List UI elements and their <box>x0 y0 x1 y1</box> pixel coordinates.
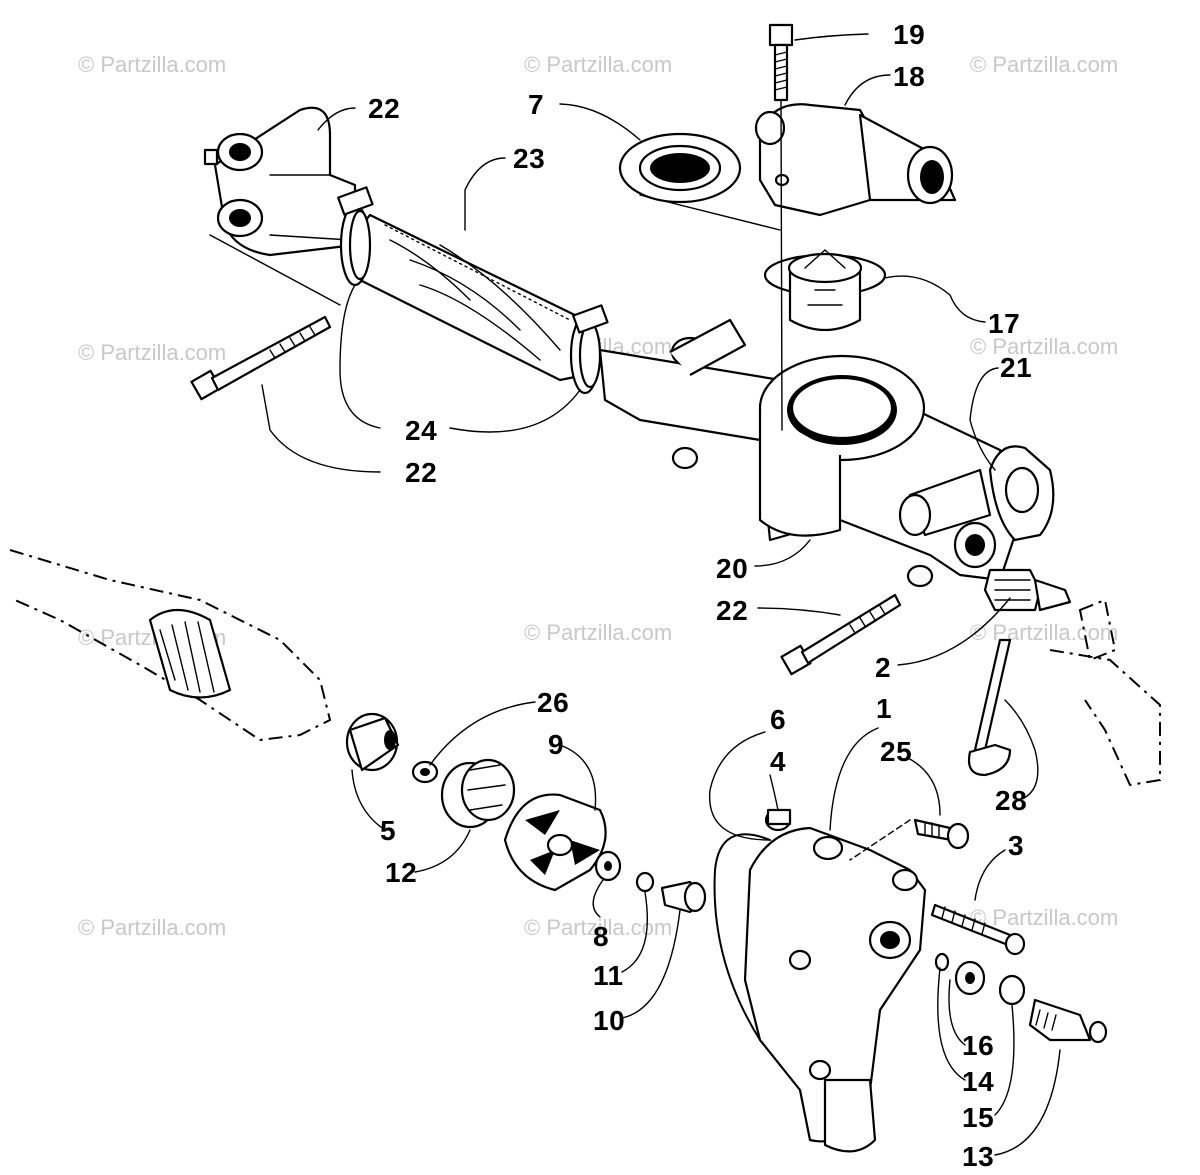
callout-2: 2 <box>875 652 891 683</box>
callout-10: 10 <box>593 1005 625 1036</box>
watermark: © Partzilla.com <box>78 915 226 940</box>
callout-21: 21 <box>1000 352 1032 383</box>
callout-20: 20 <box>716 553 748 584</box>
callout-19: 19 <box>893 19 925 50</box>
part-11-washer <box>635 871 655 893</box>
callout-3: 3 <box>1008 830 1024 861</box>
callout-5: 5 <box>380 815 396 846</box>
callout-6: 6 <box>770 704 786 735</box>
part-17-thermostat <box>763 249 887 331</box>
part-4-plug <box>764 808 792 832</box>
part-25-hose-clamp <box>569 304 609 395</box>
part-16-washer <box>954 960 986 996</box>
crankshaft-outline <box>9 549 332 742</box>
part-23-elbow-housing <box>203 106 357 257</box>
connector-outline <box>1049 598 1161 787</box>
watermark: © Partzilla.com <box>970 905 1118 930</box>
part-26-screw <box>849 818 970 861</box>
callout-22: 22 <box>716 595 748 626</box>
part-28-wire-tie <box>967 638 1012 777</box>
callout-16: 16 <box>962 1030 994 1061</box>
part-13-drain-bolt <box>1028 998 1108 1044</box>
part-24-hose <box>350 213 599 382</box>
callout-27: 26 <box>537 687 569 718</box>
callout-23: 22 <box>368 93 400 124</box>
callout-28: 28 <box>995 785 1027 816</box>
callout-8: 8 <box>593 921 609 952</box>
watermark: © Partzilla.com <box>524 620 672 645</box>
callout-22: 22 <box>405 457 437 488</box>
part-19-bolt <box>768 23 794 431</box>
part-25-hose-clamp <box>337 186 374 287</box>
watermark: © Partzilla.com <box>524 52 672 77</box>
part-5-bearing <box>345 712 400 772</box>
part-15-washer <box>998 974 1026 1006</box>
watermark: © Partzilla.com <box>970 52 1118 77</box>
part-1-pump-cover <box>743 826 927 1153</box>
callout-18: 18 <box>893 61 925 92</box>
watermark: © Partzilla.com <box>970 334 1118 359</box>
part-22-bolt <box>190 315 332 401</box>
part-27-circlip <box>411 760 439 784</box>
watermark: © Partzilla.com <box>970 620 1118 645</box>
part-22-bolt <box>780 593 902 676</box>
part-2-temperature-sensor <box>983 568 1072 612</box>
part-18-thermostat-cover <box>754 103 957 217</box>
callout-25: 24 <box>405 415 437 446</box>
part-9-impeller <box>503 793 607 892</box>
callout-7: 7 <box>528 89 544 120</box>
callout-11: 11 <box>593 960 624 991</box>
callout-1: 1 <box>876 693 892 724</box>
callout-24: 23 <box>513 143 545 174</box>
leader-lines <box>209 33 1061 1156</box>
callout-13: 13 <box>962 1141 994 1172</box>
part-10-bolt <box>660 880 707 914</box>
callout-14: 14 <box>962 1066 994 1097</box>
callout-17: 17 <box>988 308 1020 339</box>
part-21-gasket <box>988 445 1055 542</box>
part-8-washer <box>594 850 622 882</box>
watermark: © Partzilla.com <box>78 52 226 77</box>
callout-15: 15 <box>962 1102 994 1133</box>
callout-9: 9 <box>548 729 564 760</box>
watermark: © Partzilla.com <box>78 340 226 365</box>
part-20-manifold-housing <box>598 318 1022 588</box>
part-14-o-ring <box>934 952 950 972</box>
callout-26: 25 <box>880 736 912 767</box>
callout-4: 4 <box>770 746 786 777</box>
callout-12: 12 <box>385 857 417 888</box>
part-7-seal-ring <box>618 132 742 204</box>
callout-labels: 19 18 7 17 21 22 23 24 22 20 22 2 26 9 5… <box>368 19 1032 1172</box>
part-12-mechanical-seal <box>440 758 516 829</box>
part-3-bolt <box>930 903 1026 956</box>
